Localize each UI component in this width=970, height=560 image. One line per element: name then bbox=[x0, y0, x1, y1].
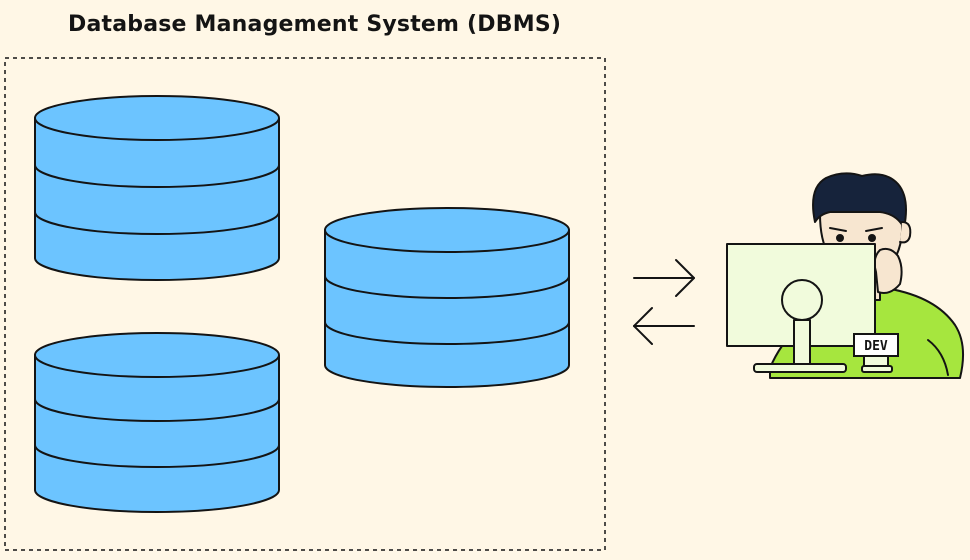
dbms-boundary bbox=[4, 57, 606, 551]
dev-badge: DEV bbox=[853, 333, 899, 357]
right-arrow-icon bbox=[633, 259, 695, 297]
developer-hair bbox=[812, 172, 907, 229]
dev-badge-label: DEV bbox=[864, 339, 888, 354]
monitor-icon bbox=[726, 243, 893, 373]
database-bottom-left-icon bbox=[34, 332, 280, 513]
left-arrow-icon bbox=[633, 307, 695, 345]
database-top-left-icon bbox=[34, 95, 280, 281]
database-right-icon bbox=[324, 207, 570, 388]
diagram-title: Database Management System (DBMS) bbox=[68, 12, 562, 37]
